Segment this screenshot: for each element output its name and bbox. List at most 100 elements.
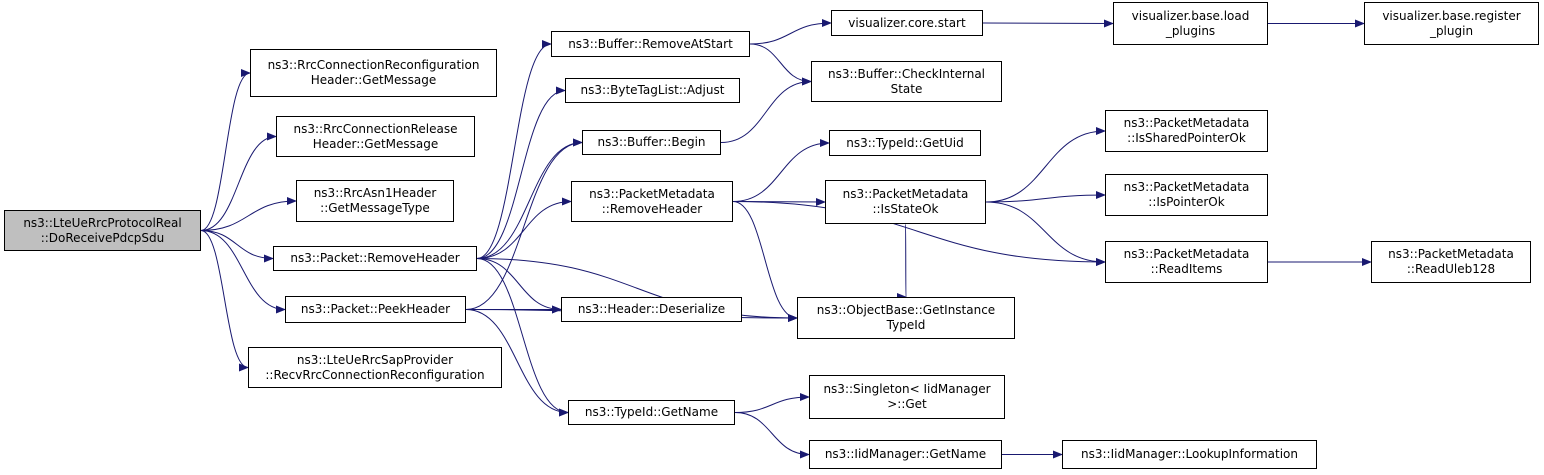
node-hdrDeserialize[interactable]: ns3::Header::Deserialize [561,297,742,322]
node-label-line1: ns3::PacketMetadata [589,186,715,201]
node-label-line2: TypeId [886,318,926,332]
edge-packetPeekHeader-to-typeIdGetName [465,309,569,417]
node-label-line2: Header::GetMessage [312,136,439,151]
node-pmReadUleb128[interactable]: ns3::PacketMetadata::ReadUleb128 [1371,241,1531,283]
node-label-line2: Header::GetMessage [310,73,437,87]
node-rrcAsn1GetMsgType[interactable]: ns3::RrcAsn1Header::GetMessageType [296,180,454,222]
node-label-line2: ::RemoveHeader [601,201,703,216]
node-label: ns3::PacketMetadata::IsStateOk [843,187,969,217]
node-packetPeekHeader[interactable]: ns3::Packet::PeekHeader [285,296,466,323]
node-label-line1: ns3::Header::Deserialize [577,302,726,316]
node-label: ns3::Packet::PeekHeader [301,302,450,317]
edge-pmRemoveHeader-to-pmReadItems [732,201,1106,266]
node-label-line1: ns3::Buffer::RemoveAtStart [568,36,733,51]
node-label-line2: ::DoReceivePdcpSdu [40,230,165,245]
edge-root-to-sapRecv [200,230,249,372]
node-pmReadItems[interactable]: ns3::PacketMetadata::ReadItems [1105,241,1268,283]
node-vizRegisterPlugin[interactable]: visualizer.base.register_plugin [1364,2,1539,45]
node-packetRemoveHeader[interactable]: ns3::Packet::RemoveHeader [273,246,477,271]
node-sapRecv[interactable]: ns3::LteUeRrcSapProvider::RecvRrcConnect… [248,347,502,388]
node-root: ns3::LteUeRrcProtocolReal::DoReceivePdcp… [4,210,201,251]
node-label-line2: ::IsPointerOk [1148,195,1225,209]
edge-root-to-packetRemoveHeader [200,230,274,263]
node-label: ns3::ByteTagList::Adjust [581,83,725,98]
node-label: ns3::PacketMetadata::IsPointerOk [1124,180,1250,210]
node-pmIsSharedPointerOk[interactable]: ns3::PacketMetadata::IsSharedPointerOk [1105,110,1268,152]
node-label-line1: ns3::ByteTagList::Adjust [580,83,725,97]
node-label-line1: ns3::PacketMetadata [842,187,969,201]
node-label-line1: ns3::Packet::RemoveHeader [290,251,460,265]
node-label-line2: ::IsSharedPointerOk [1127,131,1246,145]
node-label-line1: ns3::IidManager::GetName [824,447,987,461]
node-label: visualizer.base.register_plugin [1382,9,1520,39]
edge-packetRemoveHeader-to-typeIdGetName [476,258,569,417]
node-label-line1: visualizer.base.load [1131,8,1250,23]
node-bufBegin[interactable]: ns3::Buffer::Begin [582,130,721,155]
node-label: visualizer.base.load_plugins [1132,9,1250,39]
node-label-line1: visualizer.core.start [848,15,966,30]
node-label-line1: ns3::Buffer::CheckInternal [827,66,986,81]
node-label-line2: ::ReadUleb128 [1406,262,1496,276]
node-label-line1: visualizer.base.register [1382,8,1521,23]
node-label: ns3::IidManager::LookupInformation [1081,447,1298,462]
node-iidLookupInfo[interactable]: ns3::IidManager::LookupInformation [1062,440,1317,469]
node-label: ns3::PacketMetadata::RemoveHeader [589,187,715,217]
node-label-line2: ::ReadItems [1150,262,1223,276]
node-iidGetName[interactable]: ns3::IidManager::GetName [809,440,1002,469]
node-label-line1: ns3::LteUeRrcProtocolReal [23,215,182,230]
node-label-line2: State [890,81,923,96]
edge-packetRemoveHeader-to-hdrDeserialize [476,258,562,314]
node-typeIdGetName[interactable]: ns3::TypeId::GetName [568,400,735,425]
node-label: ns3::PacketMetadata::ReadItems [1124,247,1250,277]
node-singletonGet[interactable]: ns3::Singleton< IidManager>::Get [809,375,1005,419]
node-label: ns3::PacketMetadata::ReadUleb128 [1388,247,1514,277]
edge-pmIsStateOk-to-pmIsSharedPointerOk [985,127,1106,203]
node-label-line1: ns3::PacketMetadata [1388,247,1514,261]
edge-pmIsStateOk-to-pmIsPointerOk [985,191,1106,203]
node-label: ns3::PacketMetadata::IsSharedPointerOk [1124,116,1250,146]
node-label-line2: _plugin [1429,23,1474,38]
node-pmIsPointerOk[interactable]: ns3::PacketMetadata::IsPointerOk [1105,174,1268,216]
edge-pmIsStateOk-to-pmReadItems [985,201,1106,266]
edge-packetPeekHeader-to-bufBegin [465,138,583,310]
edge-typeIdGetName-to-iidGetName [734,412,810,459]
node-label: ns3::Header::Deserialize [578,302,725,317]
node-label-line2: _plugins [1165,23,1216,38]
node-label-line1: ns3::RrcConnectionReconfiguration [267,58,480,72]
node-pmRemoveHeader[interactable]: ns3::PacketMetadata::RemoveHeader [571,181,733,222]
node-label-line1: ns3::TypeId::GetUid [846,135,964,150]
node-label: ns3::TypeId::GetName [585,405,718,420]
node-label: visualizer.core.start [848,16,965,31]
node-label: ns3::Singleton< IidManager>::Get [823,382,990,412]
node-label: ns3::RrcAsn1Header::GetMessageType [314,186,437,216]
edge-bufRemoveAtStart-to-bufCheckInternal [749,43,812,86]
node-label: ns3::Buffer::Begin [597,135,705,150]
node-label-line1: ns3::Singleton< IidManager [823,382,991,396]
node-label-line2: ::RecvRrcConnectionReconfiguration [265,367,485,382]
edge-typeIdGetName-to-singletonGet [734,393,810,413]
node-label: ns3::IidManager::GetName [825,447,986,462]
node-byteTagAdjust[interactable]: ns3::ByteTagList::Adjust [565,78,740,103]
node-vizCoreStart[interactable]: visualizer.core.start [831,10,983,36]
node-label-line2: >::Get [887,397,927,411]
node-label-line1: ns3::Packet::PeekHeader [300,302,451,316]
node-pmIsStateOk[interactable]: ns3::PacketMetadata::IsStateOk [825,180,986,224]
node-bufRemoveAtStart[interactable]: ns3::Buffer::RemoveAtStart [551,31,750,57]
edge-root-to-rrcAsn1GetMsgType [200,197,297,231]
node-label-line1: ns3::PacketMetadata [1123,116,1250,130]
node-label: ns3::Packet::RemoveHeader [290,251,459,266]
edge-root-to-packetPeekHeader [200,230,286,314]
node-vizLoadPlugins[interactable]: visualizer.base.load_plugins [1113,2,1268,45]
node-label: ns3::LteUeRrcProtocolReal::DoReceivePdcp… [23,216,181,246]
node-typeIdGetUid[interactable]: ns3::TypeId::GetUid [829,130,981,156]
node-label-line2: ::IsStateOk [872,202,939,216]
node-label-line1: ns3::Buffer::Begin [597,135,706,149]
